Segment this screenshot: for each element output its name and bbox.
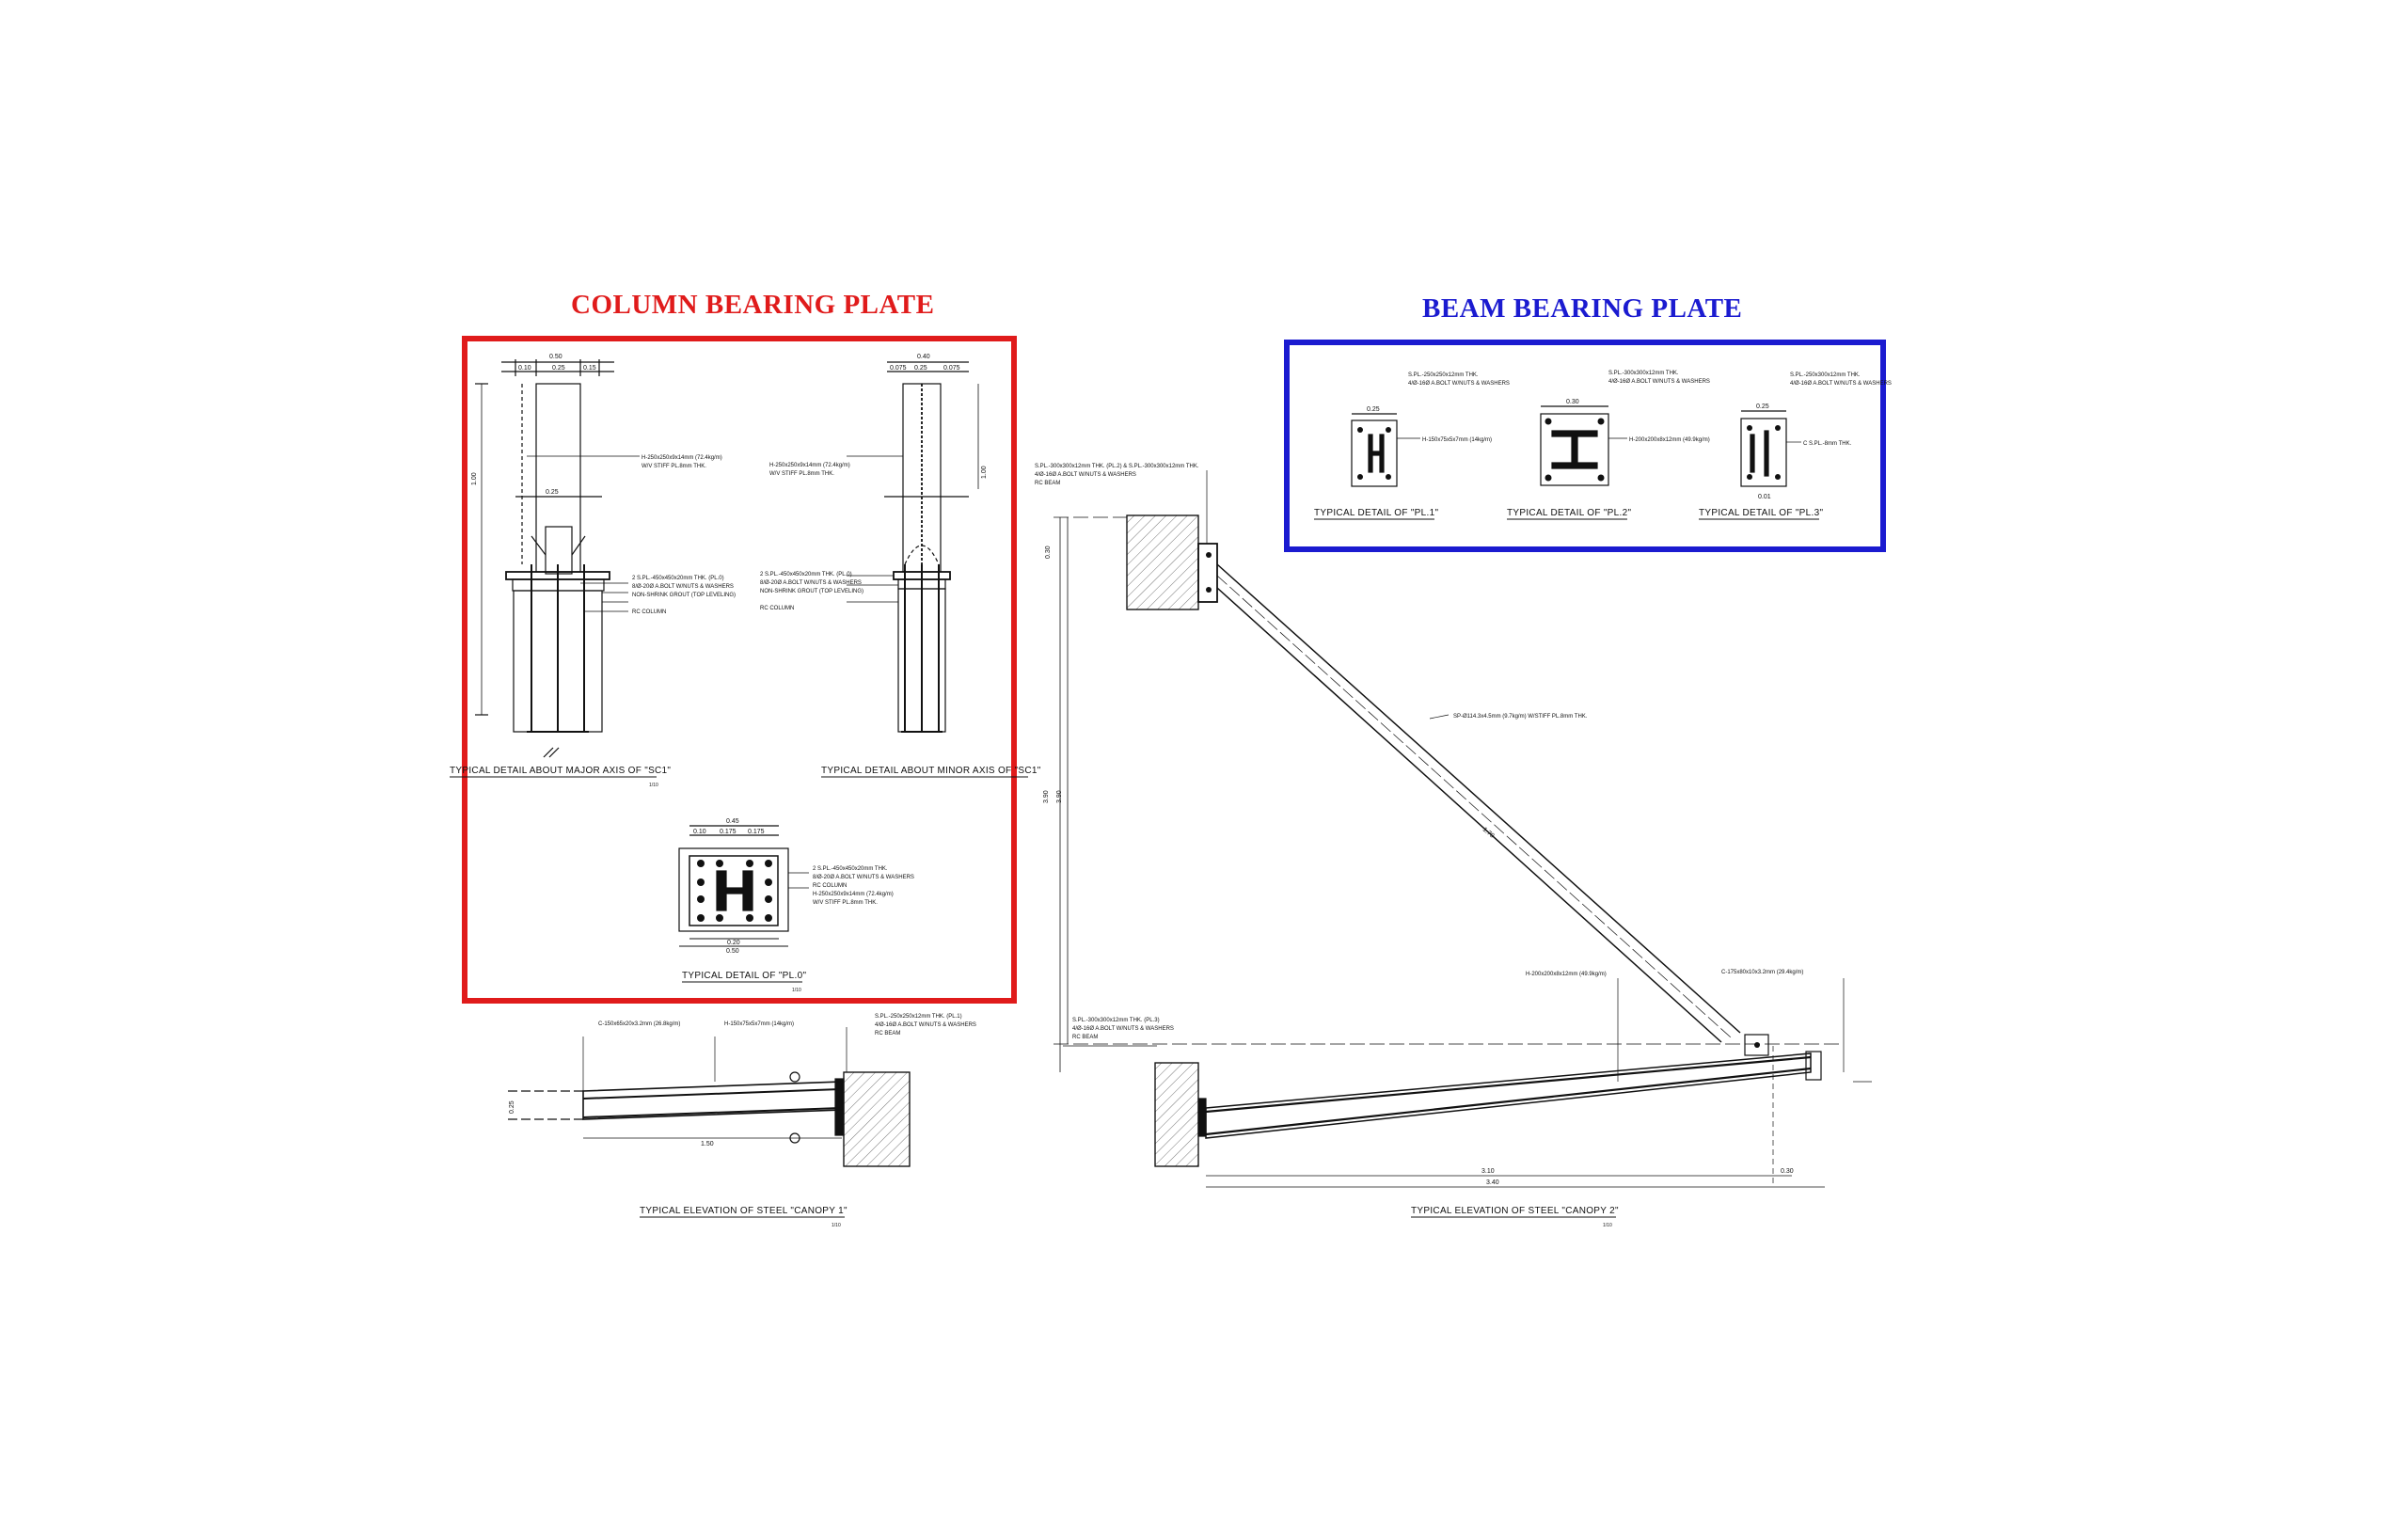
dim-canopy2-170: 1.70	[1481, 827, 1496, 840]
dim-pl0-020: 0.20	[727, 940, 740, 946]
note-minor-plate: 2 S.PL.-450x450x20mm THK. (PL.0)	[760, 572, 852, 578]
beam-bearing-plate-frame	[1284, 340, 1886, 552]
note-pl0-bolt: 8/Ø-20Ø A.BOLT W/NUTS & WASHERS	[813, 875, 914, 880]
note-major-hsection: H-250x250x9x14mm (72.4kg/m)	[642, 455, 722, 461]
scale-major-axis: 1/10	[649, 783, 658, 788]
dim-major-010: 0.10	[518, 365, 531, 372]
note-canopy2-brace: SP-Ø114.3x4.5mm (9.7kg/m) W/STIFF PL.8mm…	[1453, 714, 1588, 720]
note-minor-rc: RC COLUMN	[760, 606, 794, 611]
note-canopy2-top-plate: S.PL.-300x300x12mm THK. (PL.2) & S.PL.-3…	[1035, 464, 1199, 469]
dim-minor-0075b: 0.075	[943, 365, 960, 372]
note-canopy2-bolt: 4/Ø-16Ø A.BOLT W/NUTS & WASHERS	[1035, 472, 1136, 478]
dim-canopy2-390b: 3.90	[1056, 790, 1063, 803]
note-canopy2-rc: RC BEAM	[1035, 481, 1060, 486]
caption-pl1: TYPICAL DETAIL OF "PL.1"	[1314, 508, 1438, 518]
pl0-bolts	[697, 860, 772, 922]
note-pl3-c: C S.PL.-8mm THK.	[1803, 441, 1852, 447]
note-canopy2-c: C-175x80x10x3.2mm (29.4kg/m)	[1721, 970, 1803, 975]
canopy2-elevation	[1054, 470, 1872, 1188]
scale-canopy1: 1/10	[832, 1223, 841, 1228]
note-canopy2-h: H-200x200x8x12mm (49.9kg/m)	[1526, 972, 1607, 977]
note-minor-bolt: 8/Ø-20Ø A.BOLT W/NUTS & WASHERS	[760, 580, 862, 586]
major-axis-detail	[475, 359, 640, 758]
dim-pl0-010: 0.10	[693, 829, 706, 835]
note-minor-stiff: W/V STIFF PL.8mm THK.	[769, 471, 834, 477]
note-pl1-bolt: 4/Ø-16Ø A.BOLT W/NUTS & WASHERS	[1408, 381, 1510, 387]
dim-canopy2-340: 3.40	[1486, 1179, 1499, 1186]
note-canopy1-h: H-150x75x5x7mm (14kg/m)	[724, 1021, 794, 1027]
dim-canopy1-150: 1.50	[701, 1141, 714, 1147]
note-pl0-h: H-250x250x9x14mm (72.4kg/m)	[813, 892, 894, 897]
canopy1-elevation	[508, 1027, 911, 1167]
column-bearing-plate-frame	[462, 336, 1017, 1004]
dim-canopy2-390: 3.90	[1043, 790, 1050, 803]
dim-minor-0075: 0.075	[890, 365, 907, 372]
dim-pl0-0175b: 0.175	[748, 829, 765, 835]
caption-minor-axis: TYPICAL DETAIL ABOUT MINOR AXIS OF "SC1"	[821, 766, 1041, 776]
dim-minor-100: 1.00	[981, 466, 988, 479]
minor-axis-detail	[847, 361, 979, 733]
dim-canopy2-030: 0.30	[1045, 546, 1052, 559]
note-pl1-h: H-150x75x5x7mm (14kg/m)	[1422, 437, 1492, 443]
note-pl2-plate: S.PL.-300x300x12mm THK.	[1608, 371, 1679, 376]
dim-minor-025: 0.25	[914, 365, 927, 372]
caption-canopy1: TYPICAL ELEVATION OF STEEL "CANOPY 1"	[640, 1206, 848, 1216]
pl0-plan-detail	[678, 825, 789, 932]
note-pl0-stiff: W/V STIFF PL.8mm THK.	[813, 900, 878, 906]
column-bearing-plate-heading: COLUMN BEARING PLATE	[571, 290, 935, 320]
dim-pl1-025: 0.25	[1367, 406, 1380, 413]
pl3-detail	[1740, 410, 1801, 487]
dim-canopy2-310: 3.10	[1481, 1168, 1495, 1175]
dim-major-025b: 0.25	[546, 489, 559, 496]
beam-bearing-plate-heading: BEAM BEARING PLATE	[1422, 293, 1743, 324]
note-pl0-plate: 2 S.PL.-450x450x20mm THK.	[813, 866, 888, 872]
note-major-stiff: W/V STIFF PL.8mm THK.	[642, 464, 706, 469]
dim-pl2-030: 0.30	[1566, 399, 1579, 405]
dim-canopy1-025: 0.25	[509, 1100, 515, 1114]
note-minor-hsection: H-250x250x9x14mm (72.4kg/m)	[769, 463, 850, 468]
note-pl3-bolt: 4/Ø-16Ø A.BOLT W/NUTS & WASHERS	[1790, 381, 1892, 387]
note-canopy1-bolt: 4/Ø-16Ø A.BOLT W/NUTS & WASHERS	[875, 1022, 976, 1028]
note-canopy1-plate: S.PL.-250x250x12mm THK. (PL.1)	[875, 1014, 962, 1020]
note-major-bolt: 8/Ø-20Ø A.BOLT W/NUTS & WASHERS	[632, 584, 734, 590]
dim-pl0-050: 0.50	[726, 948, 739, 955]
note-pl2-bolt: 4/Ø-16Ø A.BOLT W/NUTS & WASHERS	[1608, 379, 1710, 385]
dim-minor-040: 0.40	[917, 354, 930, 360]
note-major-grout: NON-SHRINK GROUT (TOP LEVELING)	[632, 593, 736, 598]
pl1-detail	[1351, 413, 1420, 487]
note-pl1-plate: S.PL.-250x250x12mm THK.	[1408, 372, 1479, 378]
note-canopy2-bot-bolt: 4/Ø-16Ø A.BOLT W/NUTS & WASHERS	[1072, 1026, 1174, 1032]
dim-major-015: 0.15	[583, 365, 596, 372]
dim-pl3-001: 0.01	[1758, 494, 1771, 500]
note-major-rc: RC COLUMN	[632, 609, 666, 615]
note-canopy2-bot-rc: RC BEAM	[1072, 1035, 1098, 1040]
scale-pl0: 1/10	[792, 988, 801, 993]
caption-pl0: TYPICAL DETAIL OF "PL.0"	[682, 971, 806, 981]
caption-major-axis: TYPICAL DETAIL ABOUT MAJOR AXIS OF "SC1"	[450, 766, 671, 776]
note-major-plate: 2 S.PL.-450x450x20mm THK. (PL.0)	[632, 576, 724, 581]
caption-pl2: TYPICAL DETAIL OF "PL.2"	[1507, 508, 1631, 518]
dim-major-050: 0.50	[549, 354, 562, 360]
note-canopy1-beam: C-150x65x20x3.2mm (26.8kg/m)	[598, 1021, 680, 1027]
note-canopy2-bot-plate: S.PL.-300x300x12mm THK. (PL.3)	[1072, 1018, 1160, 1023]
note-minor-grout: NON-SHRINK GROUT (TOP LEVELING)	[760, 589, 863, 594]
dim-pl0-045: 0.45	[726, 818, 739, 825]
note-pl3-plate: S.PL.-250x300x12mm THK.	[1790, 372, 1861, 378]
dim-major-025: 0.25	[552, 365, 565, 372]
note-pl0-rc: RC COLUMN	[813, 883, 847, 889]
dim-pl0-0175: 0.175	[720, 829, 737, 835]
caption-canopy2: TYPICAL ELEVATION OF STEEL "CANOPY 2"	[1411, 1206, 1619, 1216]
scale-canopy2: 1/10	[1603, 1223, 1612, 1228]
canopy2-bolts	[1206, 552, 1760, 1048]
dim-pl3-025: 0.25	[1756, 404, 1769, 410]
dim-major-100: 1.00	[471, 472, 478, 485]
dim-canopy2-030b: 0.30	[1781, 1168, 1794, 1175]
note-canopy1-rc: RC BEAM	[875, 1031, 900, 1037]
note-pl2-h: H-200x200x8x12mm (49.9kg/m)	[1629, 437, 1710, 443]
pl2-detail	[1540, 405, 1627, 486]
caption-pl3: TYPICAL DETAIL OF "PL.3"	[1699, 508, 1823, 518]
